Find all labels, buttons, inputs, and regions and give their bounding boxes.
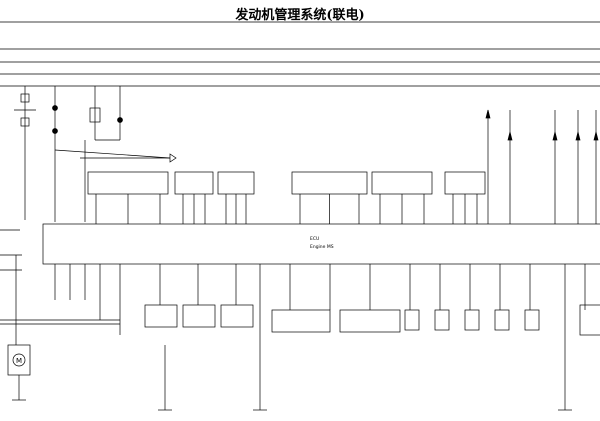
bottom-sensor-box [339,309,401,333]
top-sensor-box [217,171,255,195]
relay-column [84,86,123,222]
diagram-title: 发动机管理系统(联电) [235,8,365,23]
ecu-sublabel: Engine MS [310,244,334,250]
power-bus [0,48,600,87]
top-sensor-box [291,171,368,195]
top-sensor-box [87,171,169,195]
bottom-right-elements [404,304,600,336]
top-sensors [87,171,486,224]
bottom-sensor-box [144,304,178,328]
bottom-boxes [144,304,401,333]
top-sensor-box [371,171,433,195]
top-sensor-box [444,171,486,195]
right-sensor-leads [485,109,599,224]
arrow-connector [80,153,177,163]
motor-symbol: M [7,344,31,400]
ecu-label: ECU [310,236,319,242]
left-harness [0,229,120,345]
bottom-sensor-box [271,309,331,333]
top-sensor-box [174,171,214,195]
bottom-leads [119,264,586,410]
ecu-block: ECU Engine MS [42,223,600,265]
ground-symbols [12,399,572,411]
bottom-sensor-box [220,304,254,328]
fuse-column-2 [52,86,171,222]
fuse-column-left [14,86,36,220]
motor-letter: M [16,357,22,365]
bottom-sensor-box [182,304,216,328]
